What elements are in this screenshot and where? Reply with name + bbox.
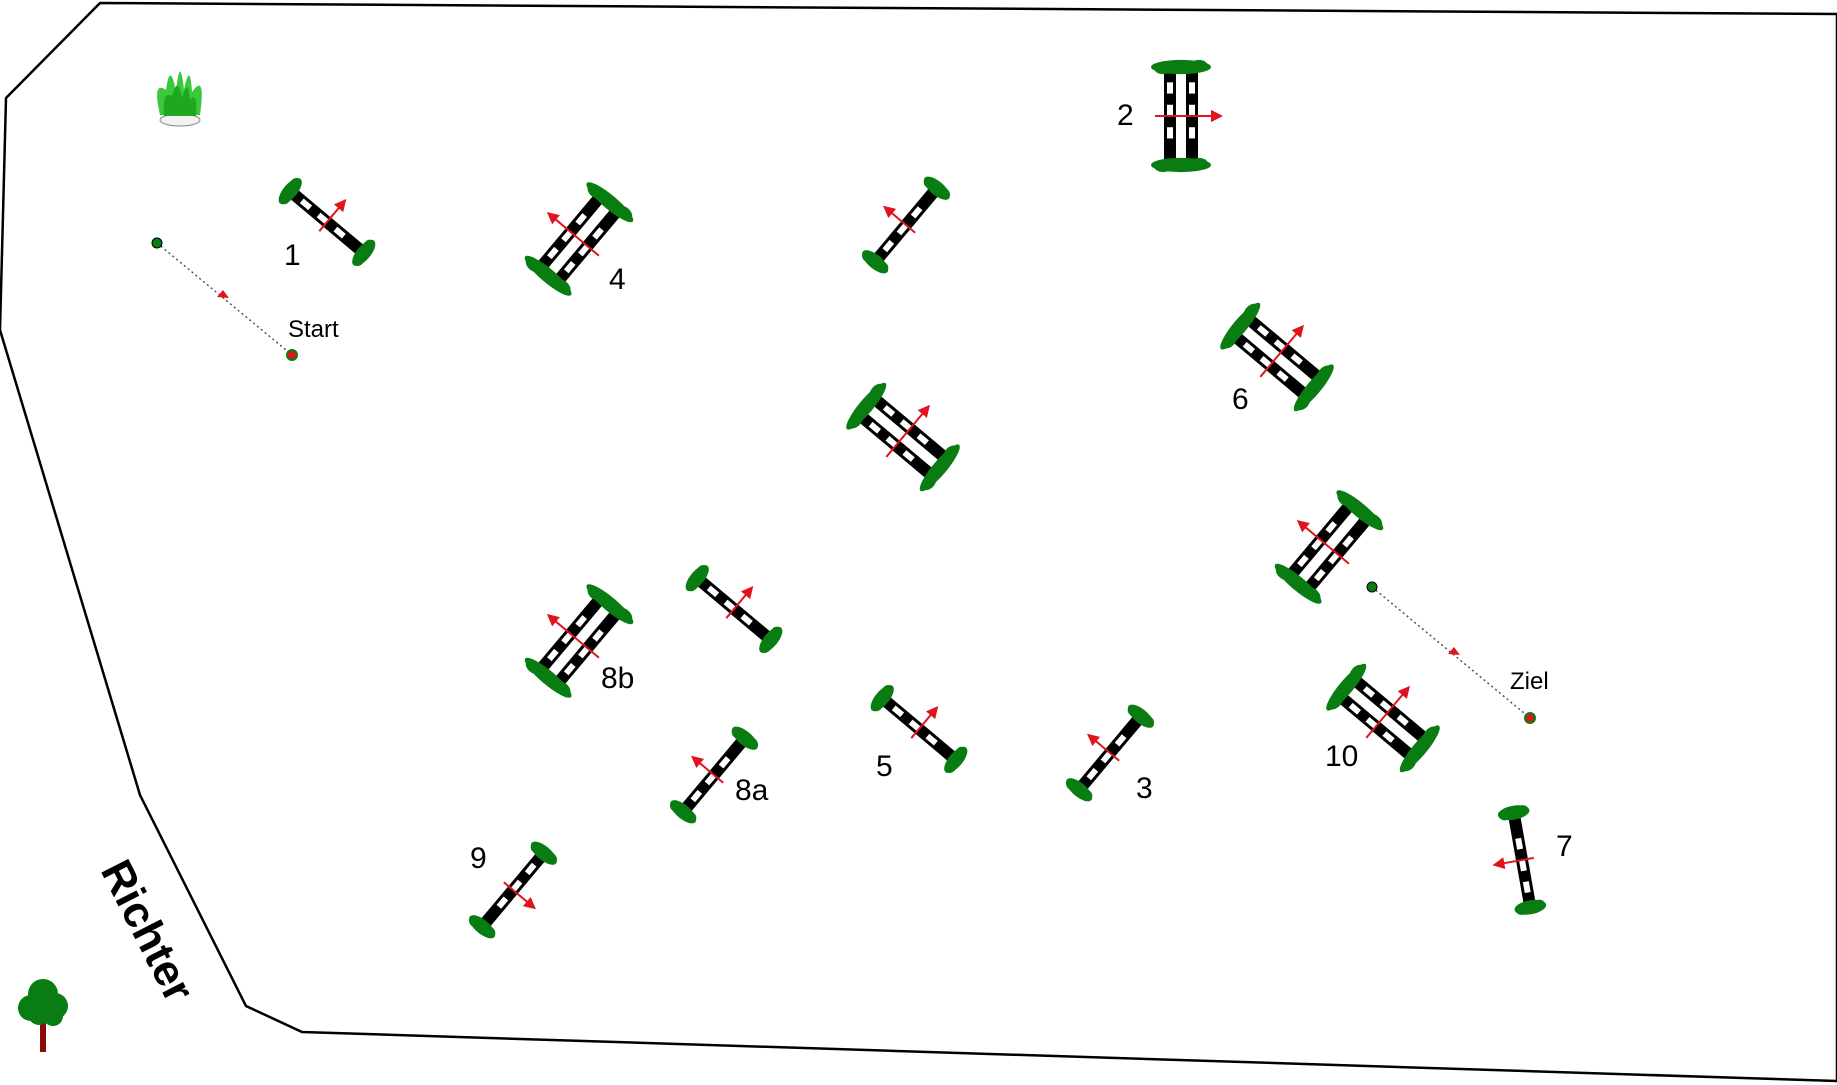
- obstacle-8b: 8b: [511, 572, 637, 703]
- start-line: Start: [151, 237, 339, 361]
- start-flag-right: [286, 349, 298, 361]
- obstacle-number: 4: [609, 263, 626, 296]
- obstacle-8a: 8a: [656, 714, 769, 828]
- obstacle-10: 10: [1322, 650, 1453, 776]
- judge-label: Richter: [91, 852, 203, 1009]
- obstacle-2: 2: [1117, 60, 1223, 172]
- start-flag-left: [151, 237, 163, 249]
- obstacle-number: 8b: [601, 662, 634, 695]
- obstacle-3: 3: [1052, 692, 1158, 806]
- obstacle-7: 7: [1483, 803, 1573, 919]
- obstacle-6: 6: [1216, 289, 1347, 416]
- obstacle-4: 4: [511, 170, 637, 301]
- obstacle-number: 7: [1556, 830, 1573, 863]
- grass-planter-icon: [157, 71, 202, 127]
- obstacle-number: 2: [1117, 99, 1134, 132]
- obstacle-1: 1: [275, 164, 389, 272]
- obstacle-5: 5: [867, 671, 981, 783]
- obstacle-number: 6: [1232, 383, 1249, 416]
- tree-icon: [18, 979, 68, 1052]
- obstacle-9: 9: [465, 838, 571, 952]
- obstacle-unnumbered-d: [682, 551, 796, 657]
- obstacle-number: 10: [1325, 740, 1358, 773]
- obstacle-number: 9: [470, 842, 487, 875]
- finish-flag-left: [1366, 581, 1378, 593]
- finish-flag-right: [1524, 712, 1536, 724]
- obstacle-number: 5: [876, 750, 893, 783]
- start-label: Start: [288, 316, 339, 343]
- finish-line: Ziel: [1366, 581, 1549, 724]
- obstacle-unnumbered-a: [848, 164, 954, 278]
- obstacle-number: 3: [1136, 772, 1153, 805]
- obstacle-number: 8a: [735, 774, 769, 807]
- obstacle-unnumbered-b: [842, 369, 973, 495]
- obstacle-number: 1: [284, 239, 301, 272]
- finish-label: Ziel: [1510, 668, 1549, 695]
